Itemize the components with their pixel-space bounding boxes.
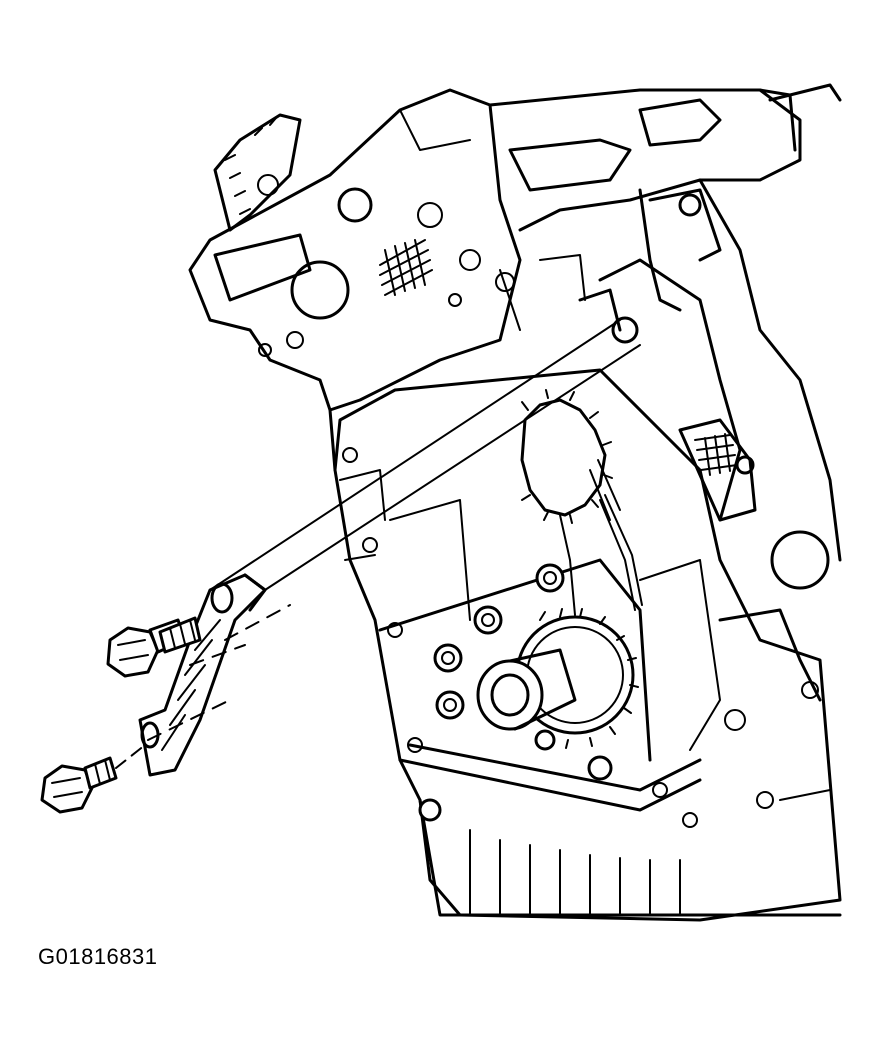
- timing-chain: [559, 494, 643, 616]
- timing-chain-guide: [138, 573, 267, 777]
- upper-bolt: [106, 616, 202, 678]
- intermediate-sprocket: [520, 389, 621, 524]
- figure-id: G01816831: [38, 944, 158, 969]
- right-cylinder-head: [488, 83, 842, 809]
- lower-bolt: [40, 744, 146, 814]
- alignment-lines: [147, 319, 641, 741]
- left-cylinder-head: [188, 88, 522, 472]
- crankshaft-sprocket: [476, 608, 639, 749]
- block-bolts: [418, 563, 613, 822]
- engine-block: [333, 368, 842, 922]
